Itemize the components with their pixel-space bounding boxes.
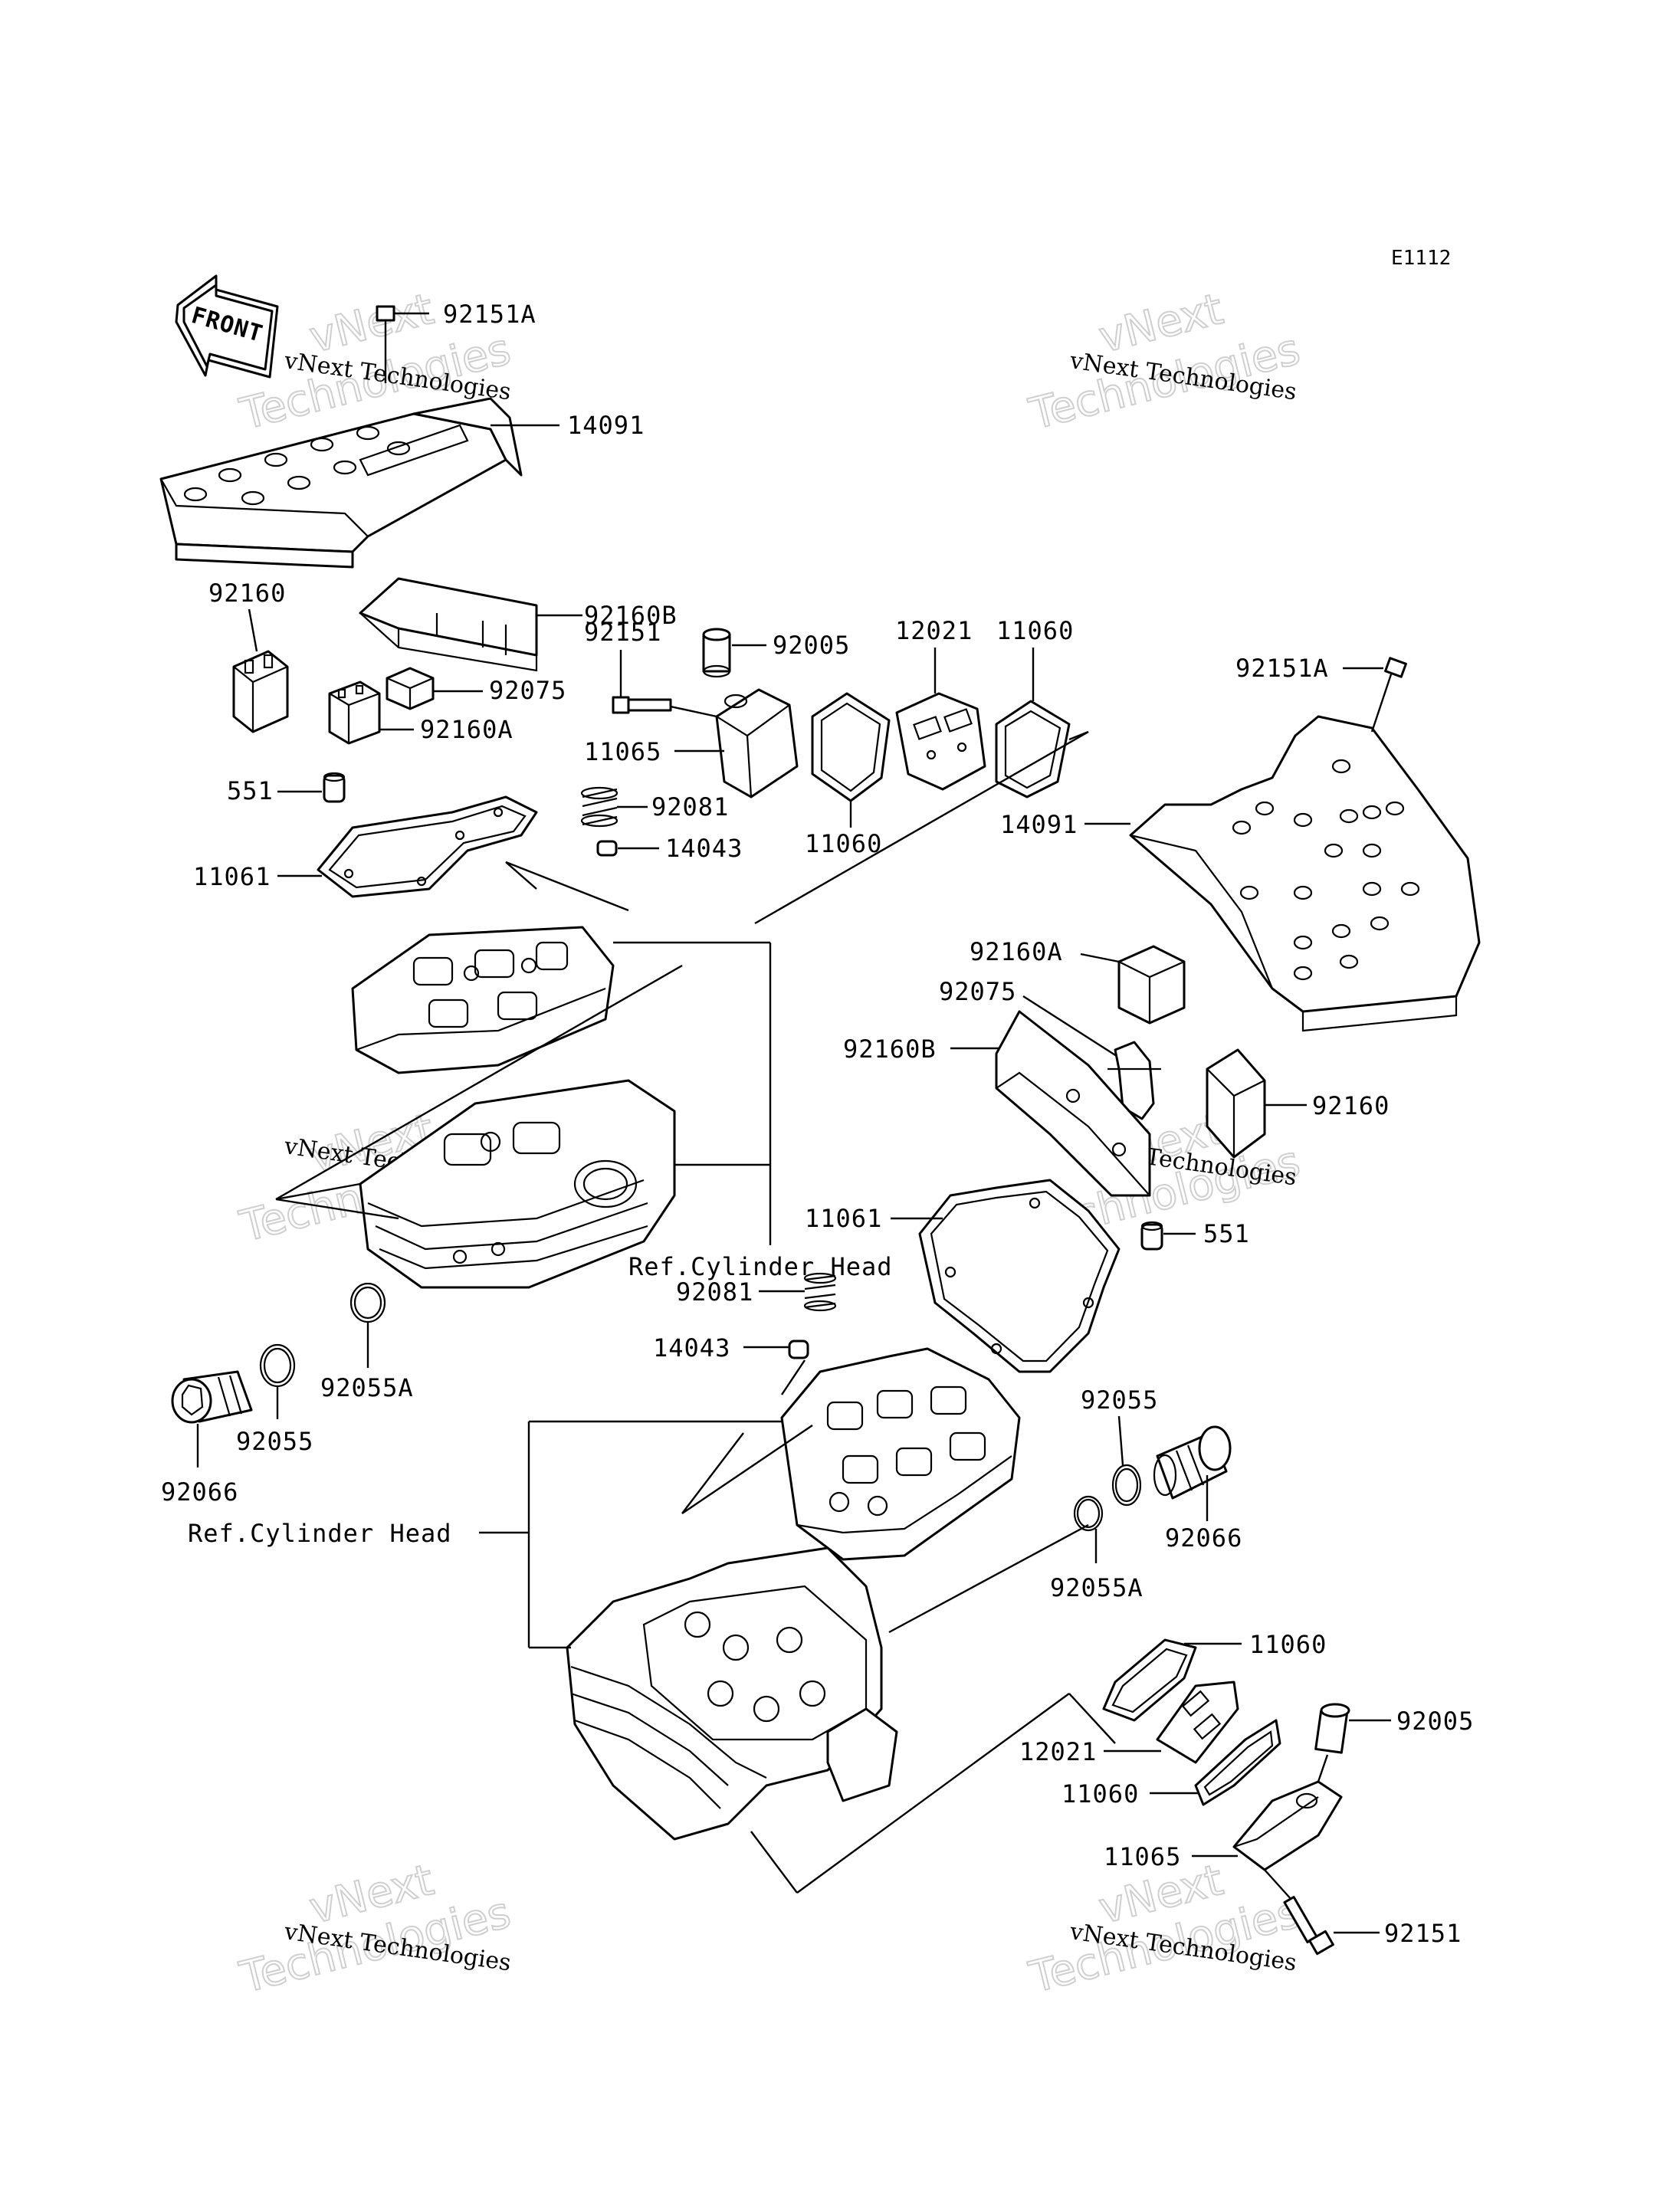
label-92075-right: 92075: [939, 977, 1016, 1006]
part-14043-right: [788, 1340, 809, 1359]
label-ref-cylinder-head-lower: Ref.Cylinder Head: [188, 1519, 452, 1548]
gasket-11061-left: [317, 795, 538, 898]
watermark-bottom-right: vNext Technologies vNext Technologies: [1024, 1854, 1306, 2004]
cylinder-head-front-upper: [351, 926, 615, 1074]
gasket-11060-left-b: [995, 700, 1071, 798]
gasket-11060-left-a: [811, 692, 891, 802]
label-14043-left: 14043: [665, 834, 743, 863]
part-551-right: [1140, 1221, 1163, 1251]
label-11060-right-b: 11060: [1061, 1779, 1139, 1808]
label-92075-left: 92075: [489, 676, 566, 705]
label-92160B-right: 92160B: [843, 1035, 937, 1064]
label-92160A-right: 92160A: [970, 937, 1063, 966]
part-92160B-right: [995, 1010, 1151, 1197]
cylinder-head-rear-lower: [566, 1546, 898, 1841]
label-92055A-right: 92055A: [1050, 1573, 1144, 1602]
label-92066-left: 92066: [161, 1477, 238, 1507]
label-92055-right: 92055: [1081, 1385, 1158, 1415]
spring-92081-left: [580, 786, 619, 828]
gasket-11061-right: [918, 1179, 1121, 1373]
label-14091-right: 14091: [1000, 810, 1078, 839]
part-92160A-left: [328, 680, 381, 745]
fitting-92066-right: [1153, 1425, 1232, 1500]
label-11065-left: 11065: [584, 737, 661, 766]
cylinder-head-rear-upper: [780, 1347, 1021, 1561]
watermark-top-right: vNext Technologies vNext Technologies: [1024, 284, 1306, 441]
label-92160-right: 92160: [1312, 1091, 1390, 1120]
part-551-left: [323, 772, 346, 803]
part-92005-right: [1314, 1703, 1350, 1754]
label-11060-right-a: 11060: [1249, 1630, 1327, 1659]
label-551-left: 551: [227, 776, 274, 805]
label-92055-left: 92055: [236, 1427, 313, 1456]
front-arrow-icon: FRONT: [175, 274, 279, 379]
gasket-11060-right-a: [1102, 1638, 1197, 1722]
part-92160-left: [232, 650, 289, 733]
rocker-cover-front: [159, 397, 523, 569]
bolt-92151-left: [612, 696, 672, 714]
label-92160B-left: 92160B: [584, 601, 678, 630]
label-14043-right: 14043: [653, 1333, 730, 1362]
label-92081-left: 92081: [651, 792, 729, 821]
bolt-92151-right: [1264, 1869, 1334, 1956]
label-ref-cylinder-head-upper: Ref.Cylinder Head: [628, 1252, 893, 1281]
label-92066-right: 92066: [1165, 1523, 1242, 1553]
gasket-11060-right-b: [1194, 1719, 1281, 1806]
part-92160-right: [1206, 1048, 1266, 1159]
bolt-92151A-right: [1370, 657, 1407, 733]
watermark-bottom-left: vNext Technologies vNext Technologies: [235, 1854, 517, 2004]
part-92160A-right: [1117, 945, 1186, 1025]
label-12021-left: 12021: [895, 616, 973, 645]
spring-92081-right: [803, 1272, 837, 1312]
part-92160B-left: [359, 577, 538, 672]
label-11061-left: 11061: [193, 862, 271, 891]
rocker-cover-rear: [1129, 715, 1481, 1032]
oring-92055-right: [1111, 1464, 1142, 1507]
oring-92055A-right: [1073, 1495, 1104, 1532]
fitting-92066-left: [171, 1370, 253, 1424]
part-11065-right: [1232, 1780, 1343, 1871]
oring-92055-left: [259, 1343, 296, 1388]
label-92055A-left: 92055A: [320, 1373, 414, 1402]
part-14043-left: [596, 840, 618, 857]
label-11061-right: 11061: [805, 1204, 882, 1233]
label-92151A-top: 92151A: [443, 300, 536, 329]
bolt-92151A-top: [376, 305, 429, 383]
reed-12021-right: [1156, 1681, 1239, 1764]
label-92081-right: 92081: [676, 1277, 753, 1307]
label-92005-left: 92005: [773, 631, 850, 660]
label-92005-right: 92005: [1396, 1707, 1474, 1736]
part-92075-right: [1107, 1041, 1161, 1120]
part-92075-left: [386, 667, 435, 710]
label-11065-right: 11065: [1104, 1842, 1181, 1871]
part-92005-left: [702, 628, 731, 678]
diagram-code: E1112: [1391, 247, 1451, 270]
label-92151-right: 92151: [1384, 1919, 1462, 1948]
label-551-right: 551: [1203, 1219, 1250, 1248]
label-11060-left-b: 11060: [805, 829, 882, 858]
oring-92055A-left: [349, 1282, 386, 1323]
label-11060-left-a: 11060: [996, 616, 1074, 645]
part-11065-left: [715, 688, 799, 798]
label-92160A-left: 92160A: [420, 715, 514, 744]
label-12021-right: 12021: [1019, 1737, 1097, 1766]
reed-12021-left: [895, 692, 986, 791]
cylinder-head-front-lower: [359, 1079, 676, 1289]
label-14091-left: 14091: [567, 411, 645, 440]
label-92151-left: 92151: [584, 618, 661, 647]
label-92151A-right: 92151A: [1235, 654, 1329, 683]
label-92160-left: 92160: [208, 579, 286, 608]
